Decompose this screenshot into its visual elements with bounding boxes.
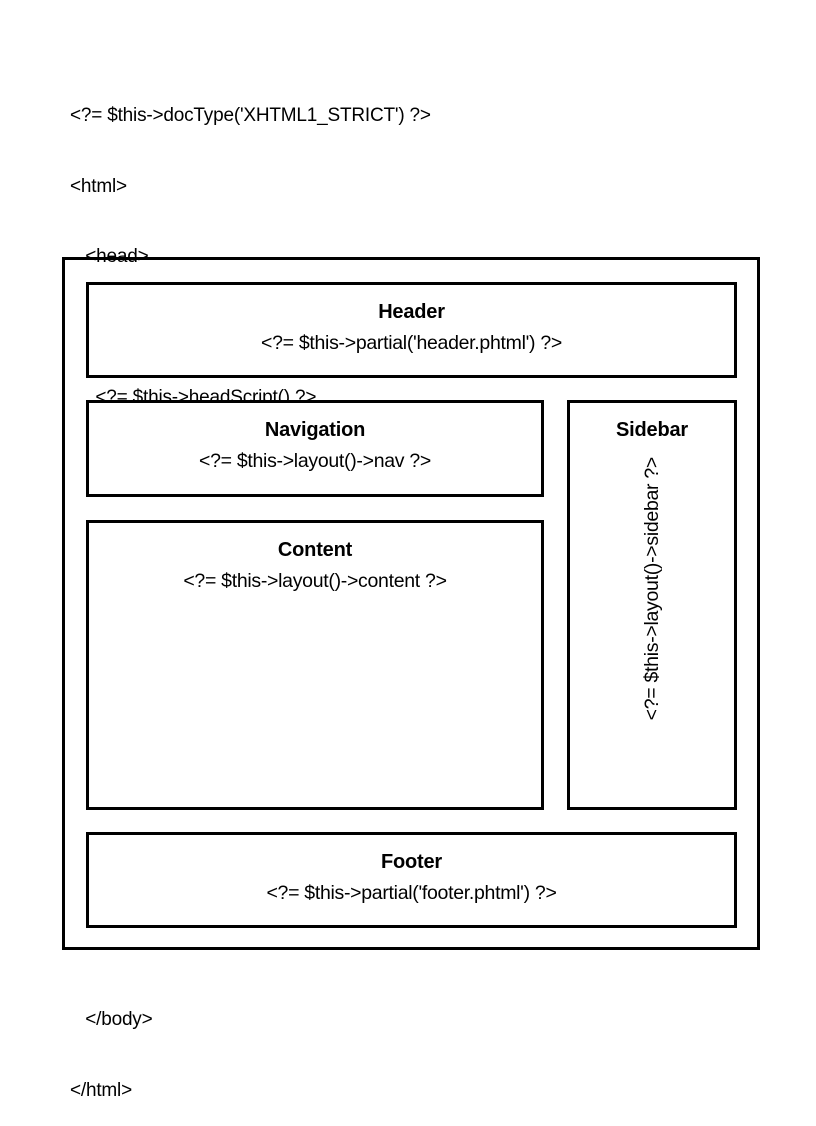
header-region-title: Header: [378, 301, 445, 323]
header-region-box: Header <?= $this->partial('header.phtml'…: [86, 282, 737, 378]
navigation-region-code: <?= $this->layout()->nav ?>: [198, 450, 431, 472]
layout-diagram-frame: Header <?= $this->partial('header.phtml'…: [62, 257, 760, 950]
sidebar-region-title: Sidebar: [616, 419, 688, 441]
content-region-code: <?= $this->layout()->content ?>: [183, 570, 447, 592]
sidebar-region-code: <?= $this->layout()->sidebar ?>: [640, 457, 663, 721]
code-line-head-open: <head>: [70, 246, 149, 267]
content-region-box: Content <?= $this->layout()->content ?>: [86, 520, 544, 810]
navigation-region-title: Navigation: [264, 419, 366, 441]
sidebar-region-box: Sidebar <?= $this->layout()->sidebar ?>: [567, 400, 737, 810]
navigation-region-box: Navigation <?= $this->layout()->nav ?>: [86, 400, 544, 497]
footer-region-title: Footer: [380, 851, 443, 873]
footer-region-box: Footer <?= $this->partial('footer.phtml'…: [86, 832, 737, 928]
sidebar-region-code-wrap: <?= $this->layout()->sidebar ?>: [570, 457, 734, 801]
code-line-doctype: <?= $this->docType('XHTML1_STRICT') ?>: [70, 105, 431, 126]
code-line-html-open: <html>: [70, 175, 127, 197]
content-region-title: Content: [277, 539, 353, 561]
header-region-code: <?= $this->partial('header.phtml') ?>: [261, 332, 562, 354]
footer-region-code: <?= $this->partial('footer.phtml') ?>: [266, 882, 557, 904]
code-block-bottom: </body> </html>: [70, 961, 153, 1126]
code-line-html-close: </html>: [70, 1079, 132, 1101]
code-line-body-close: </body>: [70, 1009, 153, 1030]
